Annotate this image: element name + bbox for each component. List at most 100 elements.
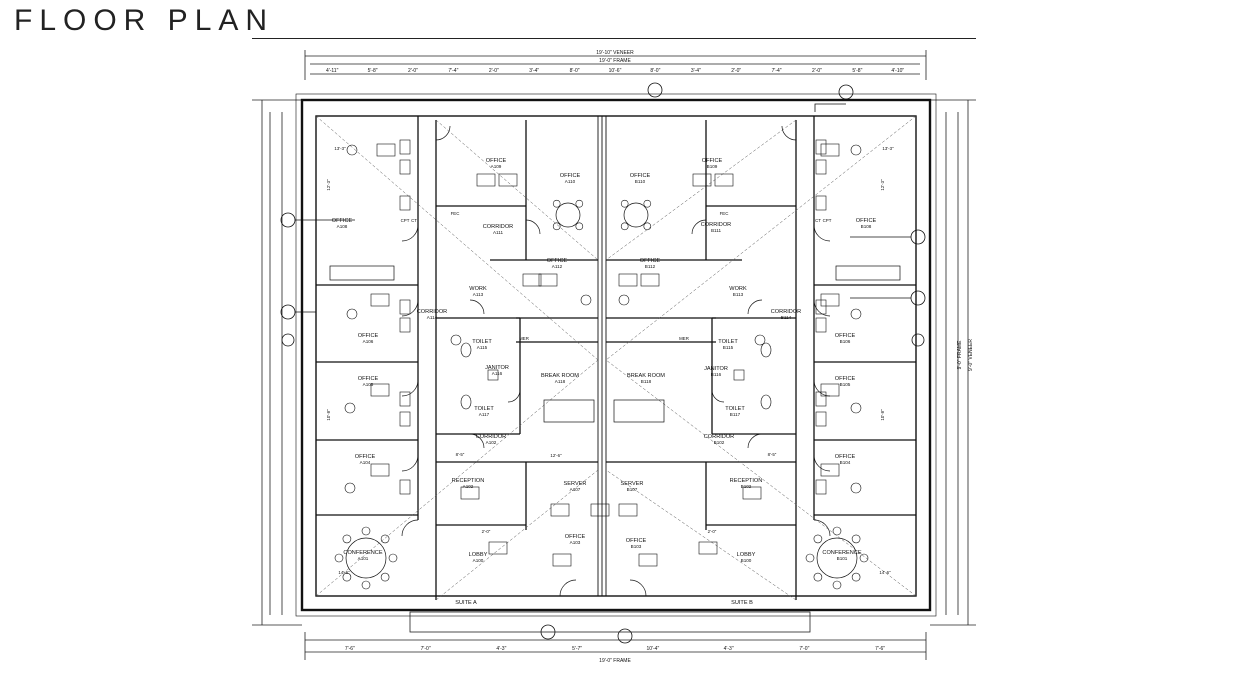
cabinet-12 [815, 317, 827, 333]
room-number-36: A101 [358, 556, 369, 561]
room-number-39: B100 [741, 558, 752, 563]
room-number-15: B106 [840, 339, 851, 344]
room-number-18: A116 [492, 371, 503, 376]
conference-chair-1-3 [813, 572, 823, 582]
top-dimension-lines [304, 50, 927, 80]
desk-18 [618, 503, 638, 517]
table-chair-1-0 [643, 222, 652, 231]
conference-chair-1-6 [832, 526, 842, 536]
cabinet-10 [815, 195, 827, 211]
cabinet-11 [815, 299, 827, 315]
table-chair-1-1 [620, 222, 629, 231]
conference-tables [345, 202, 858, 579]
room-number-14: A106 [363, 339, 374, 344]
room-number-10: A113 [473, 292, 484, 297]
room-name-31: RECEPTION [730, 478, 763, 484]
conference-chair-1-1 [851, 572, 861, 582]
page-title: FLOOR PLAN [14, 4, 275, 37]
top-segment-14: 4'-10" [891, 68, 904, 74]
conference-chair-0-6 [361, 526, 371, 536]
title-divider [252, 38, 976, 39]
room-number-31: B102 [741, 484, 752, 489]
suite-a-label: SUITE A [455, 600, 477, 606]
room-name-28: OFFICE [355, 454, 376, 460]
room-number-25: B117 [730, 412, 741, 417]
room-number-35: B103 [631, 544, 642, 549]
room-number-9: B112 [645, 264, 656, 269]
room-name-20: BREAK ROOM [541, 373, 579, 379]
room-number-3: B109 [707, 164, 718, 169]
room-name-22: OFFICE [358, 376, 379, 382]
conference-chair-1-5 [813, 534, 823, 544]
desk-2 [370, 383, 390, 397]
conference-chair-0-0 [388, 553, 398, 563]
desk-6 [820, 383, 840, 397]
interior-walls-suite-a [316, 116, 598, 600]
chair-0 [346, 144, 358, 156]
room-number-12: A114 [427, 315, 438, 320]
top-segment-7: 10'-6" [609, 68, 622, 74]
desk-13 [538, 273, 558, 287]
room-name-26: CORRIDOR [476, 434, 506, 440]
room-name-9: OFFICE [640, 258, 661, 264]
room-name-25: TOILET [725, 406, 745, 412]
bottom-frame-dimension: 19'-0" FRAME [599, 658, 631, 664]
dim-label-a: 13'-3" [334, 146, 346, 151]
dim-label-d: 14'-6" [879, 570, 891, 575]
break-room-counters [329, 265, 901, 423]
right-frame-dimension: 9'-0" FRAME [957, 340, 963, 370]
top-segment-6: 8'-0" [570, 68, 580, 74]
room-name-17: TOILET [718, 339, 738, 345]
room-name-10: WORK [469, 286, 487, 292]
room-number-26: A102 [486, 440, 497, 445]
section-markers [280, 82, 926, 644]
party-wall [597, 116, 607, 596]
conference-chairs [334, 199, 869, 590]
right-veneer-dimension: 9'-0" VENEER [968, 339, 974, 371]
conference-chair-1-0 [859, 553, 869, 563]
mer-label-a: MER [519, 336, 529, 341]
cabinet-2 [399, 195, 411, 211]
conference-chair-1-4 [805, 553, 815, 563]
room-name-3: OFFICE [702, 158, 723, 164]
side-dimension-lines [252, 99, 976, 626]
conference-chair-0-2 [361, 580, 371, 590]
room-number-22: A105 [363, 382, 374, 387]
room-number-32: A107 [570, 487, 581, 492]
cabinet-3 [399, 299, 411, 315]
room-number-19: B116 [711, 372, 722, 377]
desk-15 [640, 273, 660, 287]
room-number-37: B101 [837, 556, 848, 561]
fec-label-b: FEC [720, 211, 729, 216]
room-number-7: B111 [711, 228, 721, 233]
table-chair-0-1 [552, 222, 561, 231]
cabinet-7 [399, 479, 411, 495]
room-name-15: OFFICE [835, 333, 856, 339]
exterior-walls [295, 93, 937, 617]
conference-chair-0-5 [342, 534, 352, 544]
room-name-7: CORRIDOR [701, 222, 731, 228]
room-name-30: RECEPTION [452, 478, 485, 484]
room-number-27: B102 [714, 440, 725, 445]
room-name-37: CONFERENCE [822, 550, 861, 556]
room-number-0: A109 [491, 164, 502, 169]
room-name-21: BREAK ROOM [627, 373, 665, 379]
dim-label-l: 12'-3" [326, 179, 331, 191]
chair-5 [850, 308, 862, 320]
top-frame-dimension: 19'-0" FRAME [599, 58, 631, 64]
chair-10 [450, 334, 462, 346]
desk-23 [488, 541, 508, 555]
desk-11 [714, 173, 734, 187]
chair-8 [580, 294, 592, 306]
table-chair-0-3 [575, 199, 584, 208]
chair-1 [346, 308, 358, 320]
interior-walls-suite-b [606, 116, 916, 600]
top-segment-13: 5'-8" [852, 68, 862, 74]
room-name-38: LOBBY [469, 552, 488, 558]
room-name-19: JANITOR [704, 366, 728, 372]
conference-chair-0-1 [380, 572, 390, 582]
desk-0 [376, 143, 396, 157]
desk-4 [820, 143, 840, 157]
conference-chair-1-2 [832, 580, 842, 590]
room-number-13: B114 [781, 315, 792, 320]
